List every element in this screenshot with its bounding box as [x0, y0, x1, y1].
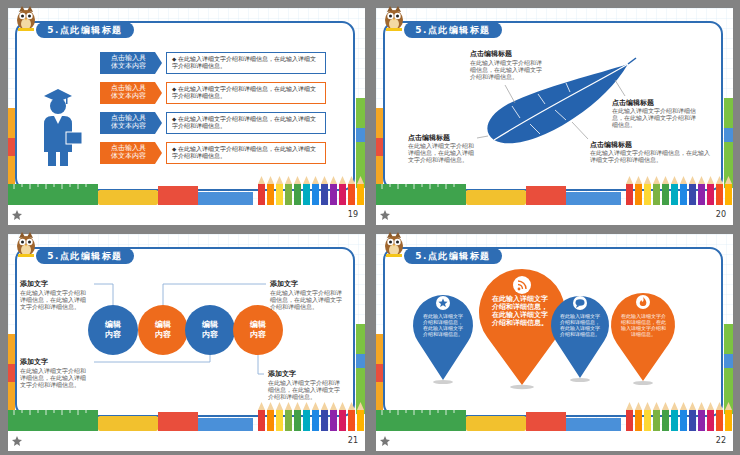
title-pill-text: 5.点此编辑标题 [415, 251, 491, 262]
label-tab-text: 点击输入具体文本内容 [108, 115, 148, 131]
detail-box-text: ◆ 在此输入详细文字介绍和详细信息，在此输入详细文字介绍和详细信息。 [172, 116, 321, 129]
pin-marker-shape [551, 296, 609, 378]
leader-lines [477, 80, 625, 139]
label-tab-shape [100, 112, 162, 134]
heading-text: 添加文字 [268, 370, 342, 379]
title-pill-text: 5.点此编辑标题 [415, 25, 491, 36]
pin-marker: 在此输入详细文字介绍和详细信息，在此输入详细文字介绍和详细信息。 [551, 296, 609, 378]
detail-box-text: ◆ 在此输入详细文字介绍和详细信息，在此输入详细文字介绍和详细信息。 [172, 146, 321, 159]
detail-box: ◆ 在此输入详细文字介绍和详细信息，在此输入详细文字介绍和详细信息。 [166, 52, 326, 74]
content-circle-text: 编辑内容 [154, 320, 172, 340]
body-text: 在此输入详细文字介绍和详细信息，在此输入详细文字介绍和详细信息。 [270, 290, 342, 311]
content-circle: 编辑内容 [185, 305, 235, 355]
owl-icon [385, 232, 403, 257]
pin-marker-outline [413, 295, 473, 380]
content-circle: 编辑内容 [88, 305, 138, 355]
body-text: 在此输入详细文字介绍和详细信息，在此输入详细文字介绍和详细信息。 [20, 290, 90, 311]
slide-19 [8, 8, 365, 205]
body-text: 在此输入详细文字介绍和详细信息，在此输入详细文字介绍和详细信息。 [590, 150, 710, 164]
content-circle: 编辑内容 [138, 305, 188, 355]
slide-22 [376, 234, 733, 431]
detail-box-text: ◆ 在此输入详细文字介绍和详细信息，在此输入详细文字介绍和详细信息。 [172, 56, 321, 69]
label-tab: 点击输入具体文本内容 [100, 52, 162, 74]
body-text: 在此输入详细文字介绍和详细信息，在此输入详细文字介绍和详细信息。 [408, 143, 474, 164]
heading-text: 添加文字 [20, 280, 90, 289]
title-pill-text: 5.点此编辑标题 [47, 25, 123, 36]
label-tab-shape [100, 82, 162, 104]
owl-icon [17, 232, 35, 257]
body-text: 在此输入详细文字介绍和详细信息，在此输入详细文字介绍和详细信息。 [268, 380, 342, 401]
label-tab-shape [100, 52, 162, 74]
pin-marker-shape [611, 293, 675, 381]
slide-number: 20 [706, 210, 726, 220]
footer-19 [8, 205, 365, 225]
footer-22 [376, 431, 733, 451]
graduate-figure [44, 89, 82, 166]
slide-21 [8, 234, 365, 431]
detail-box-text: ◆ 在此输入详细文字介绍和详细信息，在此输入详细文字介绍和详细信息。 [172, 86, 321, 99]
body-text: 在此输入详细文字介绍和详细信息，在此输入详细文字介绍和详细信息。 [612, 108, 698, 129]
pin-marker-text: 在此输入详细文字介绍和详细信息，在此输入详细文字介绍和详细信息。 [491, 296, 549, 328]
footer-20 [376, 205, 733, 225]
heading-text: 点击编辑标题 [408, 134, 478, 142]
slide-number: 21 [338, 436, 358, 446]
label-tab: 点击输入具体文本内容 [100, 142, 162, 164]
label-tab: 点击输入具体文本内容 [100, 82, 162, 104]
chat-icon [573, 296, 587, 310]
title-pill: 5.点此编辑标题 [404, 22, 502, 38]
detail-box: ◆ 在此输入详细文字介绍和详细信息，在此输入详细文字介绍和详细信息。 [166, 142, 326, 164]
content-circle: 编辑内容 [233, 305, 283, 355]
footer-21 [8, 431, 365, 451]
heading-text: 添加文字 [20, 358, 90, 367]
heading-text: 点击编辑标题 [470, 50, 550, 58]
title-pill: 5.点此编辑标题 [36, 248, 134, 264]
slide-number: 22 [706, 436, 726, 446]
heading-text: 点击编辑标题 [612, 99, 702, 107]
star-icon [436, 296, 450, 310]
label-tab: 点击输入具体文本内容 [100, 112, 162, 134]
detail-box: ◆ 在此输入详细文字介绍和详细信息，在此输入详细文字介绍和详细信息。 [166, 82, 326, 104]
title-pill-text: 5.点此编辑标题 [47, 251, 123, 262]
pin-marker-shape [413, 295, 473, 380]
pin-marker-text: 在此输入详细文字介绍和详细信息，在此输入详细文字介绍和详细信息。 [421, 313, 465, 337]
body-text: 在此输入详细文字介绍和详细信息，在此输入详细文字介绍和详细信息。 [470, 60, 546, 81]
label-tab-text: 点击输入具体文本内容 [108, 85, 148, 101]
label-tab-text: 点击输入具体文本内容 [108, 145, 148, 161]
slide-20 [376, 8, 733, 205]
body-text: 在此输入详细文字介绍和详细信息，在此输入详细文字介绍和详细信息。 [20, 368, 90, 389]
detail-box: ◆ 在此输入详细文字介绍和详细信息，在此输入详细文字介绍和详细信息。 [166, 112, 326, 134]
pin-marker-text: 在此输入详细文字介绍和详细信息，在此输入详细文字介绍和详细信息。 [620, 313, 666, 337]
label-tab-shape [100, 142, 162, 164]
heading-text: 添加文字 [270, 280, 342, 289]
content-circle-text: 编辑内容 [201, 320, 219, 340]
flame-icon [636, 295, 650, 309]
content-circle-text: 编辑内容 [249, 320, 267, 340]
slide-number: 19 [338, 210, 358, 220]
label-tab-text: 点击输入具体文本内容 [108, 55, 148, 71]
owl-icon [385, 6, 403, 31]
pin-marker-text: 在此输入详细文字介绍和详细信息，在此输入详细文字介绍和详细信息。 [560, 313, 600, 337]
title-pill: 5.点此编辑标题 [404, 248, 502, 264]
rss-icon [513, 276, 531, 294]
pin-marker: 在此输入详细文字介绍和详细信息，在此输入详细文字介绍和详细信息。 [611, 293, 675, 381]
heading-text: 点击编辑标题 [590, 141, 700, 149]
pin-marker: 在此输入详细文字介绍和详细信息，在此输入详细文字介绍和详细信息。 [413, 295, 473, 380]
owl-icon [17, 6, 35, 31]
pin-shadows [433, 378, 653, 389]
title-pill: 5.点此编辑标题 [36, 22, 134, 38]
content-circle-text: 编辑内容 [104, 320, 122, 340]
